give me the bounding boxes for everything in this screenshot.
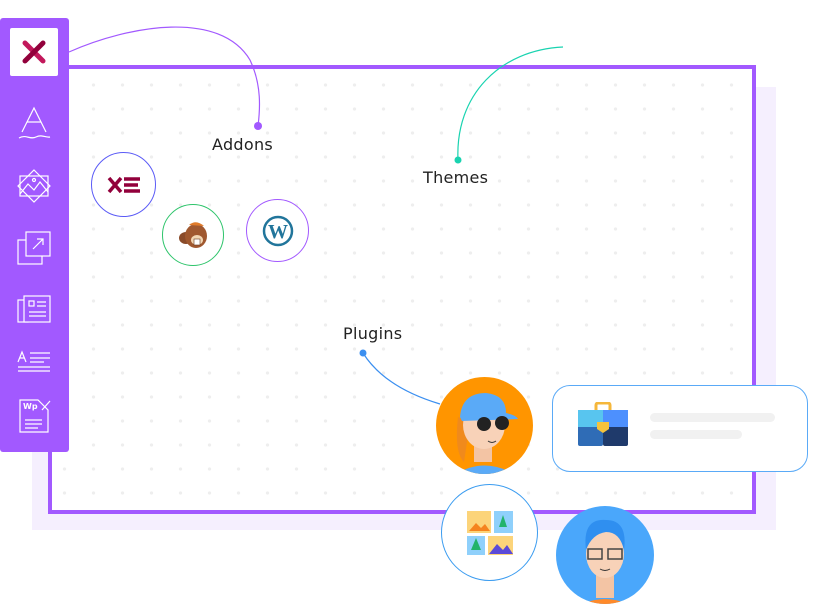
external-link-icon[interactable]	[16, 230, 52, 266]
media-gallery-icon	[466, 510, 513, 555]
placeholder-line	[650, 413, 775, 422]
xe-addon-badge[interactable]	[91, 152, 156, 217]
user-avatar-glasses[interactable]	[556, 506, 654, 604]
brand-logo[interactable]	[10, 28, 58, 76]
themes-connector	[457, 46, 564, 161]
info-card[interactable]	[552, 385, 808, 472]
plugins-connector	[362, 352, 441, 405]
sidebar: Wp	[0, 18, 69, 452]
themes-label: Themes	[423, 168, 489, 187]
wp-doc-label: Wp	[23, 402, 38, 411]
avatar-glasses-illustration	[582, 519, 628, 604]
addons-dot	[254, 122, 262, 130]
plugins-dot	[359, 349, 367, 357]
wordpress-badge[interactable]: W	[246, 199, 309, 262]
wordpress-icon: W	[262, 215, 293, 246]
media-gallery-badge[interactable]	[441, 484, 538, 581]
addons-connector	[68, 26, 261, 127]
beaver-icon	[179, 222, 207, 248]
plugins-label: Plugins	[343, 324, 403, 343]
image-gallery-icon[interactable]	[16, 168, 52, 204]
wp-document-icon[interactable]: Wp	[16, 398, 52, 434]
addons-label: Addons	[212, 135, 274, 154]
text-block-icon[interactable]	[16, 344, 52, 380]
placeholder-line	[650, 430, 742, 439]
xe-logo-icon	[107, 176, 140, 193]
avatar-cap-illustration	[456, 393, 518, 474]
briefcase-icon	[578, 402, 628, 446]
x-logo-icon	[22, 40, 46, 64]
news-layout-icon[interactable]	[16, 290, 52, 326]
svg-text:W: W	[268, 221, 288, 243]
user-avatar-cap[interactable]	[436, 377, 533, 474]
typography-icon[interactable]	[16, 104, 52, 140]
beaver-builder-badge[interactable]	[162, 204, 224, 266]
themes-dot	[454, 156, 462, 164]
